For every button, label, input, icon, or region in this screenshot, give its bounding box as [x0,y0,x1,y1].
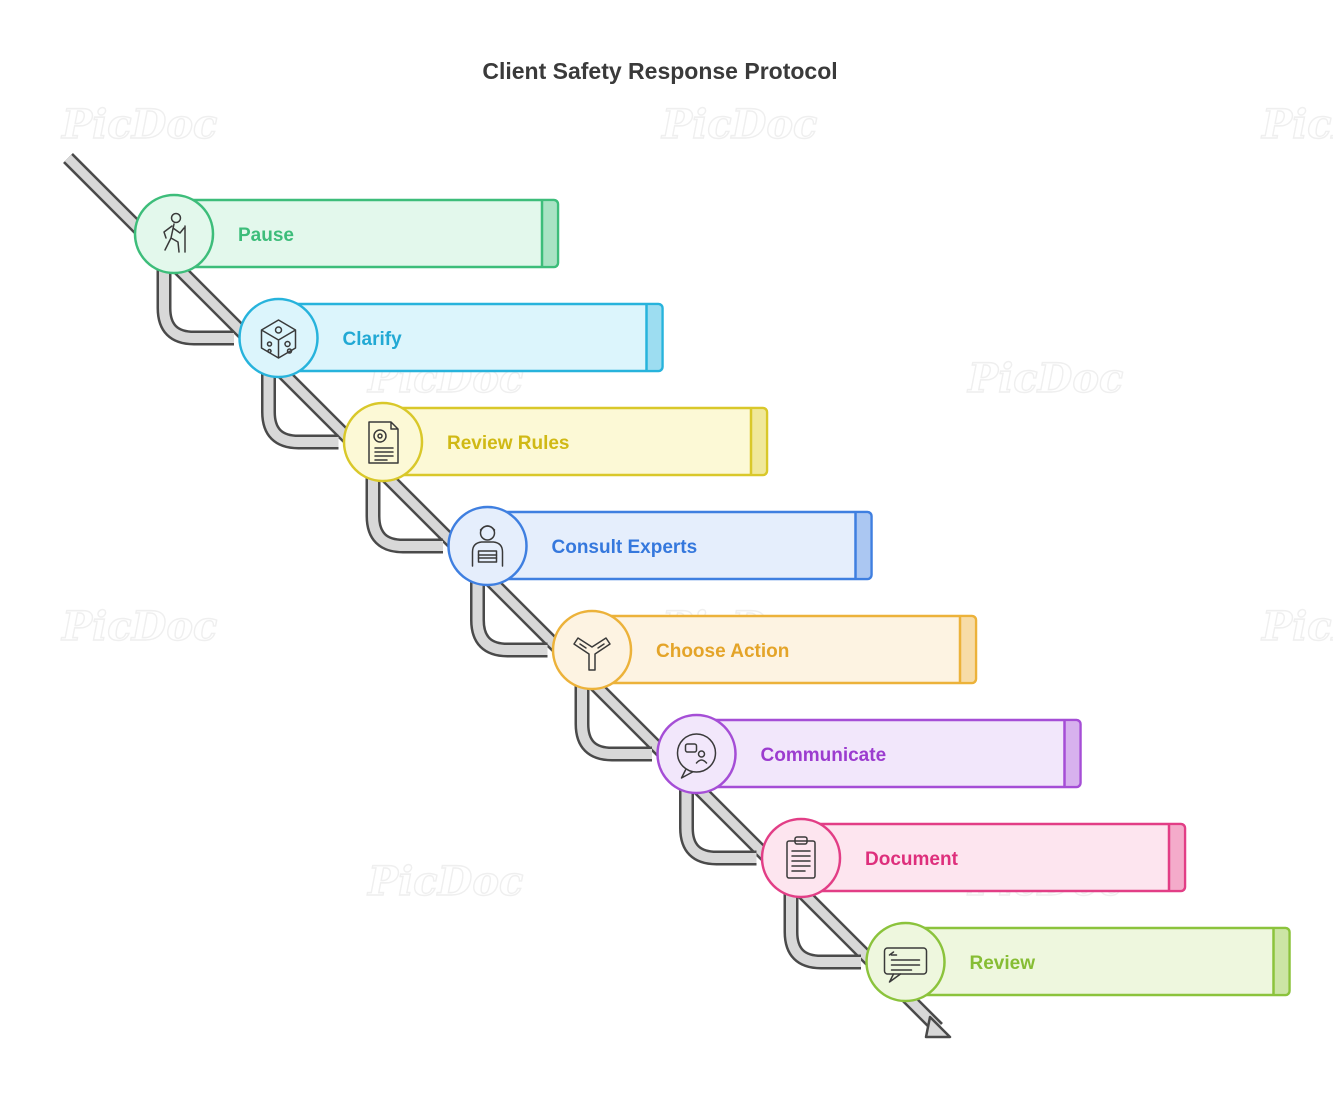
step-icon-circle [760,817,842,899]
step-label: Pause [238,225,294,246]
step-choose-action: Choose Action [551,609,978,691]
hiker-icon [163,212,186,253]
step-label: Choose Action [656,641,789,662]
watermark-text: PicDoc [1261,101,1333,148]
diagram-title: Client Safety Response Protocol [482,58,838,84]
step-icon-circle [551,609,633,691]
step-label: Review [970,953,1036,974]
step-document: Document [760,817,1187,899]
watermark-text: PicDoc [61,101,217,148]
step-icon-circle [656,713,737,795]
step-label: Clarify [343,329,403,350]
step-communicate: Communicate [656,713,1082,795]
step-consult-experts: Consult Experts [447,505,873,587]
step-icon-circle [238,297,319,379]
step-label: Review Rules [447,433,570,454]
step-pause: Pause [133,193,560,275]
step-icon-circle [865,921,946,1003]
expert-person-icon [471,525,504,567]
chat-bubble-icon [676,733,717,779]
step-review-rules: Review Rules [342,401,769,483]
watermark-text: PicDoc [661,101,817,148]
arrow-head [924,1015,952,1039]
document-gear-icon [368,421,399,464]
watermark-text: PicDoc [1261,603,1333,650]
watermark-text: PicDoc [367,858,523,905]
step-label: Communicate [761,745,887,766]
watermark-text: PicDoc [967,355,1123,402]
step-clarify: Clarify [238,297,664,379]
step-icon-circle [133,193,215,275]
step-review: Review [865,921,1291,1003]
message-icon [883,947,928,983]
diagonal-arrow [63,153,952,1039]
step-label: Document [865,849,959,870]
dice-icon [260,319,297,359]
watermark-text: PicDoc [61,603,217,650]
step-icon-circle [447,505,528,587]
step-label: Consult Experts [552,537,698,558]
crossroads-icon [573,637,611,671]
clipboard-icon [786,836,816,879]
